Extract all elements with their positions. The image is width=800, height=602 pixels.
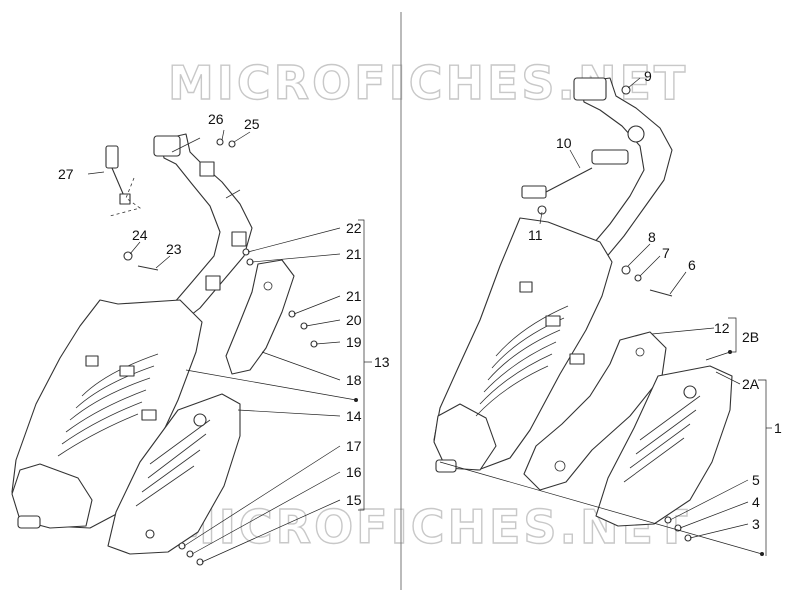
bolt-15 [196,558,204,566]
heat-shield-left [107,393,241,555]
label-24: 24 [132,227,148,243]
bolt-23 [137,265,159,271]
label-3: 3 [752,516,760,532]
label-2A: 2A [742,376,760,392]
muffler-mount-lower-left [141,409,157,421]
label-23: 23 [166,241,182,257]
pipe-bracket-left [231,231,247,247]
oxygen-sensor-left [105,145,131,205]
muffler-mount-right [545,315,561,327]
oxygen-sensor-right [521,149,629,199]
muffler-mount-rear-right [519,281,533,293]
nut-17 [178,542,186,550]
washer-21b [288,310,296,318]
shield-bolt-hole-right [683,385,697,399]
right-leader-lines [439,77,772,556]
label-18: 18 [346,372,362,388]
label-13: 13 [374,354,390,370]
label-15: 15 [346,492,362,508]
muffler-end-cap-right [433,403,497,471]
label-17: 17 [346,438,362,454]
label-1: 1 [774,420,782,436]
muffler-mount-left [119,365,135,377]
label-6: 6 [688,257,696,273]
pipe-bracket-lower-left [205,275,221,291]
muffler-tip-left [17,515,41,529]
label-16: 16 [346,464,362,480]
label-10: 10 [556,135,572,151]
muffler-tip-right [435,459,457,473]
label-5: 5 [752,472,760,488]
label-25: 25 [244,116,260,132]
shield-bolt-hole-left [193,413,207,427]
washer-16 [186,550,194,558]
label-26: 26 [208,111,224,127]
label-22: 22 [346,220,362,236]
nut-25 [228,140,236,148]
muffler-right [433,217,613,471]
right-exhaust-assembly [433,77,733,542]
label-7: 7 [662,245,670,261]
label-9: 9 [644,68,652,84]
label-14: 14 [346,408,362,424]
label-21-upper: 21 [346,246,362,262]
nut-26 [216,138,224,146]
heat-shield-right [595,365,733,527]
pipe-flange-left [153,135,181,157]
pipe-clamp-right [627,125,645,143]
washer-7 [634,274,642,282]
muffler-ribs-left [57,353,159,457]
pipe-flange-right [573,77,607,101]
label-19: 19 [346,334,362,350]
bolt-6 [649,289,673,297]
label-8: 8 [648,229,656,245]
left-exhaust-assembly [11,133,318,566]
label-21-lower: 21 [346,288,362,304]
washer-8 [621,265,631,275]
left-leader-lines [87,129,372,563]
muffler-end-cap-left [11,463,93,529]
muffler-mount-rear-left [85,355,99,367]
label-20: 20 [346,312,362,328]
label-12: 12 [714,320,730,336]
muffler-mount-lower-right [569,353,585,365]
label-2B: 2B [742,329,759,345]
label-27: 27 [58,166,74,182]
nut-5 [664,516,672,524]
label-11: 11 [528,227,543,243]
gasket-left [225,259,295,375]
label-4: 4 [752,494,760,510]
gasket-right [523,331,667,491]
pipe-clamp-left [199,161,215,177]
